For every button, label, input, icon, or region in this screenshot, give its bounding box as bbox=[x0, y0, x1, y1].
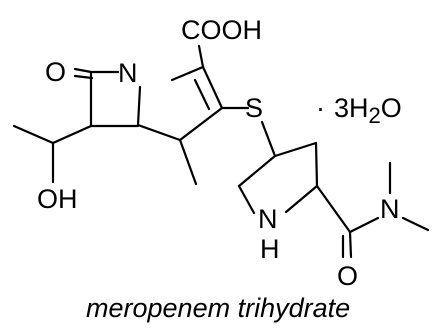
bond-c7-o bbox=[73, 67, 93, 74]
bond-c5p-amide bbox=[315, 184, 352, 234]
atom-amide-o: O bbox=[337, 261, 358, 291]
atom-sulfur: S bbox=[245, 93, 263, 123]
bond-c4-methyl bbox=[178, 138, 198, 186]
bond-c2-n bbox=[170, 65, 205, 82]
bond-c5p-n bbox=[284, 184, 319, 214]
bond-c3-c4 bbox=[178, 106, 224, 142]
bond-ch-ch3 bbox=[12, 124, 55, 145]
atom-ring-n: N bbox=[118, 58, 138, 88]
bond-c2-c3-double bbox=[193, 78, 211, 111]
bond-c4-c5 bbox=[136, 123, 182, 142]
bond-s-c3p bbox=[260, 120, 277, 158]
bond-c7-o-double bbox=[73, 74, 94, 80]
atom-hydroxyl: OH bbox=[37, 184, 78, 214]
atom-amine-h: H bbox=[260, 234, 280, 264]
hydrate-dot: · bbox=[316, 93, 325, 123]
bond-n-methyl-right bbox=[401, 216, 430, 232]
hydrate-label: 3H2O bbox=[334, 93, 402, 128]
hydrate-formula: 3H2O bbox=[334, 93, 402, 128]
bond-c4p-c5p bbox=[314, 141, 319, 188]
bond-n-c2p bbox=[237, 184, 256, 215]
atom-cooh: COOH bbox=[181, 15, 262, 45]
bond-c6-ch bbox=[51, 124, 93, 145]
bond-cooh bbox=[197, 44, 205, 69]
bond-amide-n bbox=[348, 216, 380, 234]
atom-carbonyl-o: O bbox=[45, 57, 66, 87]
atom-amine-n: N bbox=[258, 204, 278, 234]
compound-caption: meropenem trihydrate bbox=[86, 293, 350, 323]
bond-c5-n bbox=[136, 85, 142, 127]
bond-amide-o bbox=[348, 230, 353, 259]
bonds bbox=[12, 44, 430, 259]
bond-c2p-c3p bbox=[237, 154, 277, 188]
atom-amide-n: N bbox=[380, 194, 400, 224]
bond-c2-c3 bbox=[201, 65, 224, 110]
bond-c3p-c4p bbox=[273, 141, 318, 158]
